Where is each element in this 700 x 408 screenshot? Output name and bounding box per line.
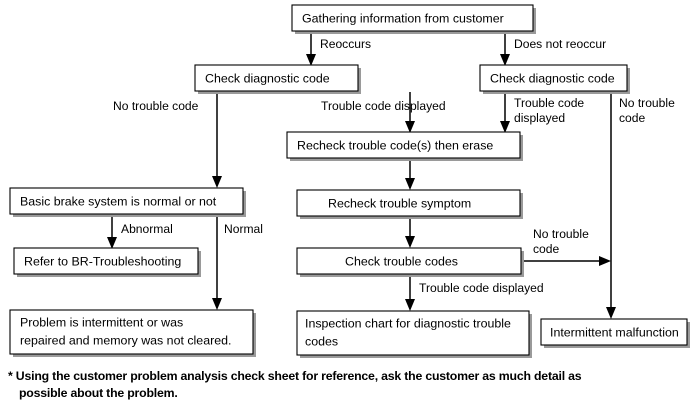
edge-label-no-trouble-code-far-right-line1: No trouble: [619, 96, 675, 110]
node-inspection-chart[interactable]: Inspection chart for diagnostic trouble …: [296, 310, 532, 358]
edge-label-no-trouble-code-mid-line1: No trouble: [533, 227, 589, 241]
footnote: * Using the customer problem analysis ch…: [8, 368, 696, 402]
connector-trouble-code-displayed-lower: [405, 275, 415, 311]
node-label: Basic brake system is normal or not: [20, 194, 217, 208]
edge-label-trouble-code-displayed-right-line1: Trouble code: [514, 96, 584, 110]
node-intermittent-malfunction[interactable]: Intermittent malfunction: [540, 318, 690, 348]
node-label: Gathering information from customer: [302, 11, 504, 25]
connector-no-trouble-code-left: [212, 92, 222, 188]
node-basic-brake-system[interactable]: Basic brake system is normal or not: [9, 187, 246, 217]
node-problem-intermittent[interactable]: Problem is intermittent or was repaired …: [9, 309, 256, 357]
node-label: Recheck trouble symptom: [328, 196, 471, 210]
edge-label-trouble-code-displayed-lower: Trouble code displayed: [419, 281, 544, 295]
footnote-line-1: * Using the customer problem analysis ch…: [8, 369, 582, 383]
edge-label-trouble-code-displayed-right-line2: displayed: [514, 111, 565, 125]
node-check-trouble-codes[interactable]: Check trouble codes: [296, 247, 524, 277]
edge-label-no-trouble-code-far-right-line2: code: [619, 111, 645, 125]
node-label: Check diagnostic code: [490, 71, 615, 85]
edge-label-does-not-reoccur: Does not reoccur: [514, 37, 606, 51]
connector-no-trouble-code-mid: [524, 256, 611, 266]
node-label-line2: repaired and memory was not cleared.: [20, 333, 231, 347]
connector-no-trouble-code-far-right: [606, 92, 616, 319]
connector-does-not-reoccur: [500, 31, 510, 66]
connector-trouble-code-displayed-mid: [405, 92, 415, 133]
connector-abnormal: [107, 215, 117, 249]
connector-trouble-code-displayed-right: [500, 92, 510, 133]
node-label: Check trouble codes: [345, 254, 458, 268]
edge-label-normal: Normal: [224, 222, 263, 236]
connector-symptom-to-codes: [405, 216, 415, 248]
connector-reoccurs: [306, 31, 316, 66]
edge-label-no-trouble-code-left: No trouble code: [113, 99, 199, 113]
node-label: Intermittent malfunction: [550, 325, 679, 339]
edge-label-reoccurs: Reoccurs: [320, 37, 371, 51]
node-check-diagnostic-code-left[interactable]: Check diagnostic code: [194, 64, 361, 94]
edge-label-abnormal: Abnormal: [121, 222, 173, 236]
node-gathering-information[interactable]: Gathering information from customer: [291, 4, 536, 34]
node-label-line1: Inspection chart for diagnostic trouble: [305, 316, 511, 330]
node-label: Recheck trouble code(s) then erase: [297, 138, 493, 152]
node-label-line1: Problem is intermittent or was: [20, 315, 183, 329]
node-label: Check diagnostic code: [205, 71, 330, 85]
node-recheck-trouble-symptom[interactable]: Recheck trouble symptom: [296, 189, 523, 219]
edge-label-no-trouble-code-mid-line2: code: [533, 242, 559, 256]
node-check-diagnostic-code-right[interactable]: Check diagnostic code: [479, 64, 630, 94]
node-refer-to-br-troubleshooting[interactable]: Refer to BR-Troubleshooting: [13, 247, 201, 277]
node-recheck-trouble-codes-then-erase[interactable]: Recheck trouble code(s) then erase: [286, 131, 523, 161]
footnote-line-2: possible about the problem.: [19, 386, 178, 400]
node-label-line2: codes: [305, 334, 338, 348]
connector-normal: [212, 215, 222, 310]
edge-label-trouble-code-displayed-mid: Trouble code displayed: [321, 99, 446, 113]
connector-recheck-to-symptom: [405, 158, 415, 190]
node-label: Refer to BR-Troubleshooting: [24, 254, 181, 268]
